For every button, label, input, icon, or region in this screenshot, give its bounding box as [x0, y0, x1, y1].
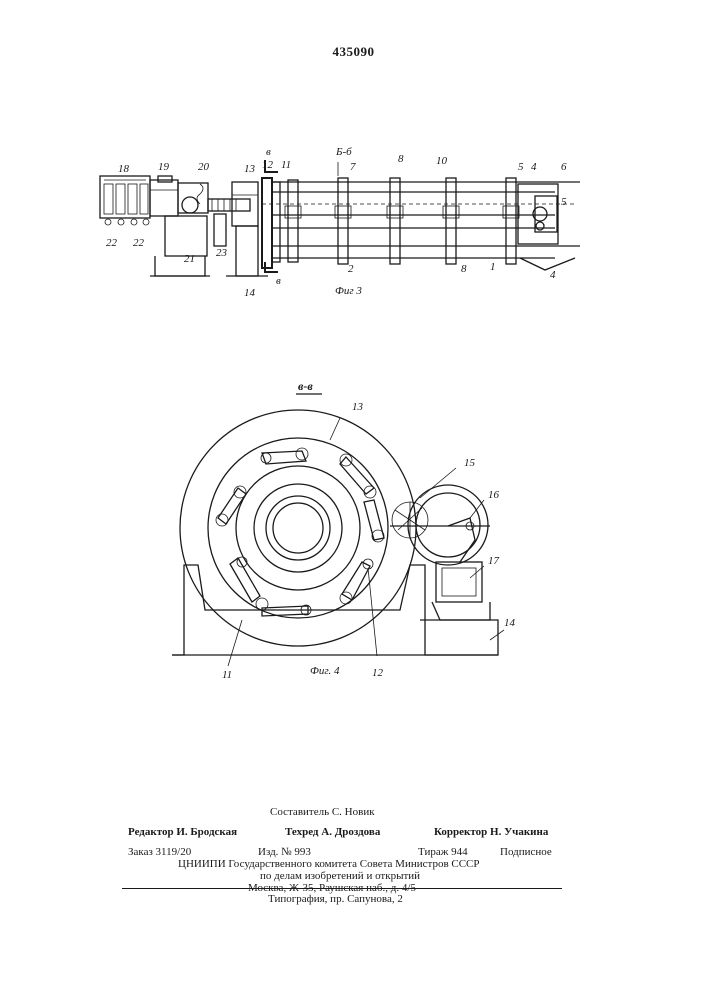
svg-text:в: в: [266, 146, 271, 158]
svg-text:15: 15: [464, 457, 476, 469]
figure-4-caption: Фиг. 4: [310, 665, 340, 677]
svg-text:2: 2: [348, 263, 354, 275]
figure-3-caption: Фиг 3: [335, 285, 362, 297]
svg-text:1: 1: [490, 261, 496, 273]
imprint-corrector: Корректор Н. Учакина: [434, 826, 548, 839]
svg-text:11: 11: [222, 669, 232, 681]
svg-text:13: 13: [352, 401, 364, 413]
svg-text:22: 22: [133, 237, 145, 249]
svg-text:12: 12: [372, 667, 384, 679]
svg-text:19: 19: [158, 161, 170, 173]
svg-text:8: 8: [461, 263, 467, 275]
svg-text:5: 5: [518, 161, 524, 173]
figure-4-section-label: в-в: [298, 379, 313, 393]
svg-text:10: 10: [436, 155, 448, 167]
imprint-subscription: Подписное: [500, 846, 552, 859]
imprint-compiler: Составитель С. Новик: [270, 806, 375, 819]
imprint-techred: Техред А. Дроздова: [285, 826, 380, 839]
svg-text:6: 6: [561, 161, 567, 173]
svg-text:14: 14: [244, 287, 256, 299]
svg-text:12: 12: [262, 159, 274, 171]
imprint-divider: [122, 888, 562, 889]
svg-text:8: 8: [398, 153, 404, 165]
svg-text:13: 13: [244, 163, 256, 175]
svg-text:Б-б: Б-б: [335, 146, 352, 158]
svg-text:23: 23: [216, 247, 228, 259]
svg-text:4: 4: [531, 161, 537, 173]
svg-text:7: 7: [350, 161, 356, 173]
svg-text:14: 14: [504, 617, 516, 629]
svg-text:16: 16: [488, 489, 500, 501]
svg-text:5: 5: [561, 196, 567, 208]
svg-text:11: 11: [281, 159, 291, 171]
svg-text:21: 21: [184, 253, 195, 265]
figure-4-drawing: в-в: [0, 330, 707, 690]
svg-text:20: 20: [198, 161, 210, 173]
svg-text:в: в: [276, 275, 281, 287]
imprint-editor: Редактор И. Бродская: [128, 826, 237, 839]
imprint-printer: Типография, пр. Сапунова, 2: [268, 893, 403, 906]
svg-text:4: 4: [550, 269, 556, 281]
figure-3-drawing: 18 19 20 13 12 11 в Б-б 7 8 10 5 4 6 5 2…: [0, 0, 707, 330]
svg-text:22: 22: [106, 237, 118, 249]
svg-text:17: 17: [488, 555, 500, 567]
svg-text:18: 18: [118, 163, 130, 175]
